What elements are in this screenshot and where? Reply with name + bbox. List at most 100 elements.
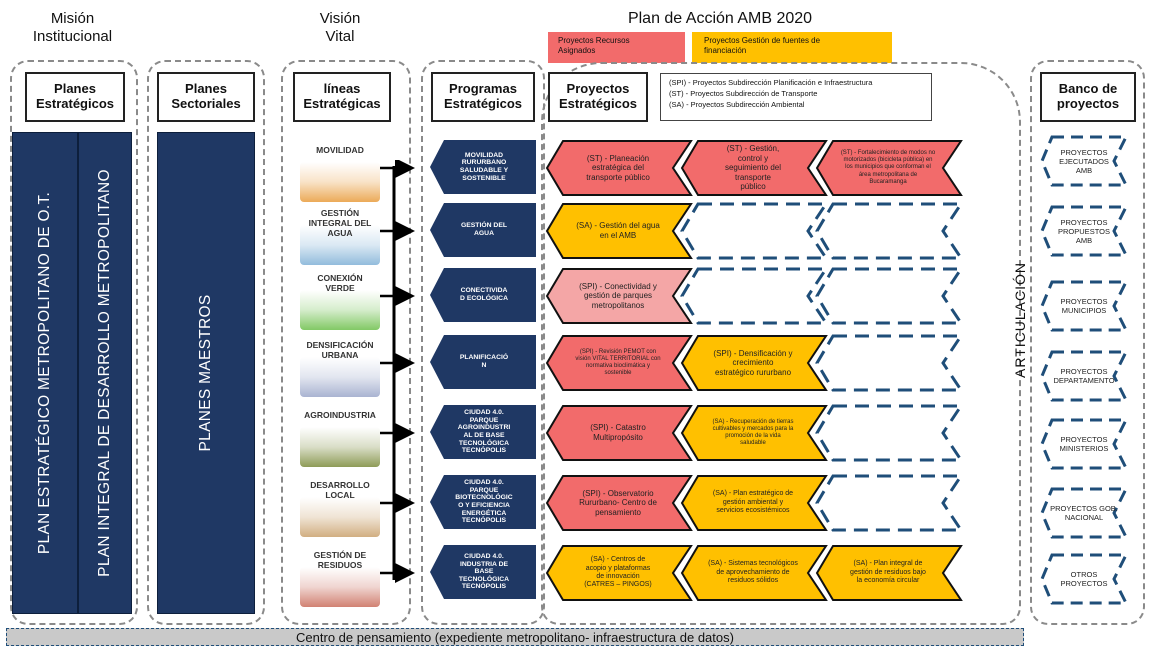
programa-label: GESTIÓN DEL AGUA <box>460 222 508 237</box>
proyecto-empty-chevron <box>815 334 965 392</box>
linea-estrategica-2: GESTIÓN INTEGRAL DEL AGUA <box>300 205 380 267</box>
proyecto-label: (ST) - Planeación estratégica del transp… <box>586 153 650 182</box>
banco-item-5: PROYECTOS MINISTERIOS <box>1040 418 1128 470</box>
proyecto-recursos-chevron: (ST) - Planeación estratégica del transp… <box>545 139 695 197</box>
programa-label: CONECTIVIDA D ECOLÓGICA <box>460 287 508 302</box>
banco-item-2: PROYECTOS PROPUESTOS AMB <box>1040 205 1128 257</box>
plan-integral-desarrollo-label: PLAN INTEGRAL DE DESARROLLO METROPOLITAN… <box>96 169 113 577</box>
proyecto-gestion-chevron: (SA) - Sistemas tecnológicos de aprovech… <box>680 544 830 602</box>
linea-estrategica-1: MOVILIDAD <box>300 142 380 204</box>
articulacion-label: ARTICULACIÓN <box>1012 262 1028 378</box>
programa-estrategico-7: CIUDAD 4.0. INDUSTRIA DE BASE TECNOLÓGIC… <box>430 545 536 599</box>
banco-item-6: PROYECTOS GOB. NACIONAL <box>1040 487 1128 539</box>
programa-estrategico-3: CONECTIVIDA D ECOLÓGICA <box>430 268 536 322</box>
proyecto-empty-chevron <box>815 267 965 325</box>
proyecto-label: (SA) - Plan estratégico de gestión ambie… <box>712 490 794 515</box>
banco-item-label: PROYECTOS MUNICIPIOS <box>1060 297 1108 315</box>
banco-item-label: PROYECTOS PROPUESTOS AMB <box>1058 217 1110 245</box>
legend-recursos-label: Proyectos Recursos Asignados <box>558 36 630 55</box>
proyecto-label <box>835 334 941 392</box>
linea-estrategica-5: AGROINDUSTRIA <box>300 407 380 469</box>
linea-label: GESTIÓN INTEGRAL DEL AGUA <box>308 208 372 238</box>
proyecto-label <box>835 202 941 260</box>
proyecto-gestion-chevron: (SA) - Recuperación de tierras cultivabl… <box>680 404 830 462</box>
proyecto-gestion-chevron: (SPI) - Densificación y crecimiento estr… <box>680 334 830 392</box>
linea-label: DENSIFICACIÓN URBANA <box>306 340 374 360</box>
centro-pensamiento-bar: Centro de pensamiento (expediente metrop… <box>6 628 1024 646</box>
programa-estrategico-5: CIUDAD 4.0. PARQUE AGROINDUSTRI AL DE BA… <box>430 405 536 459</box>
linea-thumbnail-icon <box>300 162 380 202</box>
abbr-sa: (SA) - Proyectos Subdirección Ambiental <box>669 99 805 109</box>
plan-estrategico-ot-label: PLAN ESTRATÉGICO METROPOLITANO DE O.T. <box>36 191 53 555</box>
planes-estrategicos-header: Planes Estratégicos <box>25 72 125 122</box>
proyecto-gestion-chevron: (SA) - Centros de acopio y plataformas d… <box>545 544 695 602</box>
proyecto-empty-chevron <box>680 202 830 260</box>
programa-label: PLANIFICACIÓ N <box>459 354 509 369</box>
proyecto-recursos-chevron: (SPI) - Revisión PEMOT con visión VITAL … <box>545 334 695 392</box>
linea-estrategica-4: DENSIFICACIÓN URBANA <box>300 337 380 399</box>
proyecto-gestion-chevron: (SA) - Plan integral de gestión de resid… <box>815 544 965 602</box>
banco-item-7: OTROS PROYECTOS <box>1040 553 1128 605</box>
mision-title: Misión Institucional <box>32 10 113 45</box>
programas-column <box>421 60 545 625</box>
proyecto-label: (SPI) - Conectividad y gestión de parque… <box>579 281 657 310</box>
proyectos-estrategicos-header: Proyectos Estratégicos <box>548 72 648 122</box>
mision-column <box>10 60 138 625</box>
proyecto-label: (SPI) - Revisión PEMOT con visión VITAL … <box>575 348 661 377</box>
planes-maestros-label: PLANES MAESTROS <box>197 294 214 452</box>
plan-integral-desarrollo: PLAN INTEGRAL DE DESARROLLO METROPOLITAN… <box>78 132 132 614</box>
banco-item-label: PROYECTOS GOB. NACIONAL <box>1050 504 1118 522</box>
banco-item-label: PROYECTOS EJECUTADOS AMB <box>1059 147 1109 175</box>
legend-recursos: Proyectos Recursos Asignados <box>548 32 685 63</box>
banco-item-3: PROYECTOS MUNICIPIOS <box>1040 280 1128 332</box>
planes-maestros: PLANES MAESTROS <box>157 132 255 614</box>
planes-sectoriales-header: Planes Sectoriales <box>157 72 255 122</box>
linea-label: GESTIÓN DE RESIDUOS <box>313 550 367 570</box>
proyecto-label <box>700 267 806 325</box>
linea-label: CONEXIÓN VERDE <box>317 273 363 293</box>
linea-thumbnail-icon <box>300 357 380 397</box>
proyecto-empty-chevron <box>815 202 965 260</box>
abbr-spi: (SPI) - Proyectos Subdirección Planifica… <box>669 78 873 87</box>
lineas-estrategicas-header: líneas Estratégicas <box>293 72 391 122</box>
proyectos-column <box>541 62 1021 625</box>
banco-item-label: PROYECTOS DEPARTAMENTO <box>1053 367 1115 385</box>
proyecto-recursos-chevron: (ST) - Fortalecimiento de modos no motor… <box>815 139 965 197</box>
proyecto-label <box>835 267 941 325</box>
banco-column <box>1030 60 1145 625</box>
proyecto-label <box>835 404 941 462</box>
programa-estrategico-6: CIUDAD 4.0. PARQUE BIOTECNOLÓGIC O Y EFI… <box>430 475 536 529</box>
programa-label: CIUDAD 4.0. PARQUE AGROINDUSTRI AL DE BA… <box>457 409 511 455</box>
banco-item-1: PROYECTOS EJECUTADOS AMB <box>1040 135 1128 187</box>
linea-thumbnail-icon <box>300 427 380 467</box>
programa-label: CIUDAD 4.0. INDUSTRIA DE BASE TECNOLÓGIC… <box>458 552 510 591</box>
linea-thumbnail-icon <box>300 567 380 607</box>
vision-column <box>281 60 411 625</box>
proyecto-label: (SPI) - Catastro Multipropósito <box>590 423 646 442</box>
programa-label: MOVILIDAD RURURBANO SALUDABLE Y SOSTENIB… <box>459 151 509 182</box>
banco-item-label: PROYECTOS MINISTERIOS <box>1059 435 1109 453</box>
banco-proyectos-header: Banco de proyectos <box>1040 72 1136 122</box>
linea-estrategica-7: GESTIÓN DE RESIDUOS <box>300 547 380 609</box>
legend-gestion-label: Proyectos Gestión de fuentes de financia… <box>704 36 821 55</box>
banco-item-4: PROYECTOS DEPARTAMENTO <box>1040 350 1128 402</box>
centro-pensamiento-label: Centro de pensamiento (expediente metrop… <box>296 630 734 645</box>
proyecto-label: (SA) - Centros de acopio y plataformas d… <box>584 556 652 589</box>
proyecto-empty-chevron <box>815 404 965 462</box>
proyecto-label: (SA) - Sistemas tecnológicos de aprovech… <box>708 560 798 585</box>
proyecto-rosa-chevron: (SPI) - Conectividad y gestión de parque… <box>545 267 695 325</box>
proyecto-gestion-chevron: (SA) - Plan estratégico de gestión ambie… <box>680 474 830 532</box>
proyecto-label <box>700 202 806 260</box>
abbreviation-legend: (SPI) - Proyectos Subdirección Planifica… <box>660 73 932 121</box>
linea-thumbnail-icon <box>300 290 380 330</box>
proyecto-label: (SA) - Plan integral de gestión de resid… <box>850 560 926 585</box>
banco-item-label: OTROS PROYECTOS <box>1060 570 1108 588</box>
plan-estrategico-ot: PLAN ESTRATÉGICO METROPOLITANO DE O.T. <box>12 132 78 614</box>
vision-title: Visión Vital <box>319 10 361 45</box>
linea-thumbnail-icon <box>300 225 380 265</box>
proyecto-label: (SA) - Gestión del agua en el AMB <box>576 221 660 240</box>
programa-estrategico-1: MOVILIDAD RURURBANO SALUDABLE Y SOSTENIB… <box>430 140 536 194</box>
proyecto-label: (SPI) - Densificación y crecimiento estr… <box>713 348 793 377</box>
proyecto-recursos-chevron: (ST) - Gestión, control y seguimiento de… <box>680 139 830 197</box>
linea-label: DESARROLLO LOCAL <box>310 480 370 500</box>
